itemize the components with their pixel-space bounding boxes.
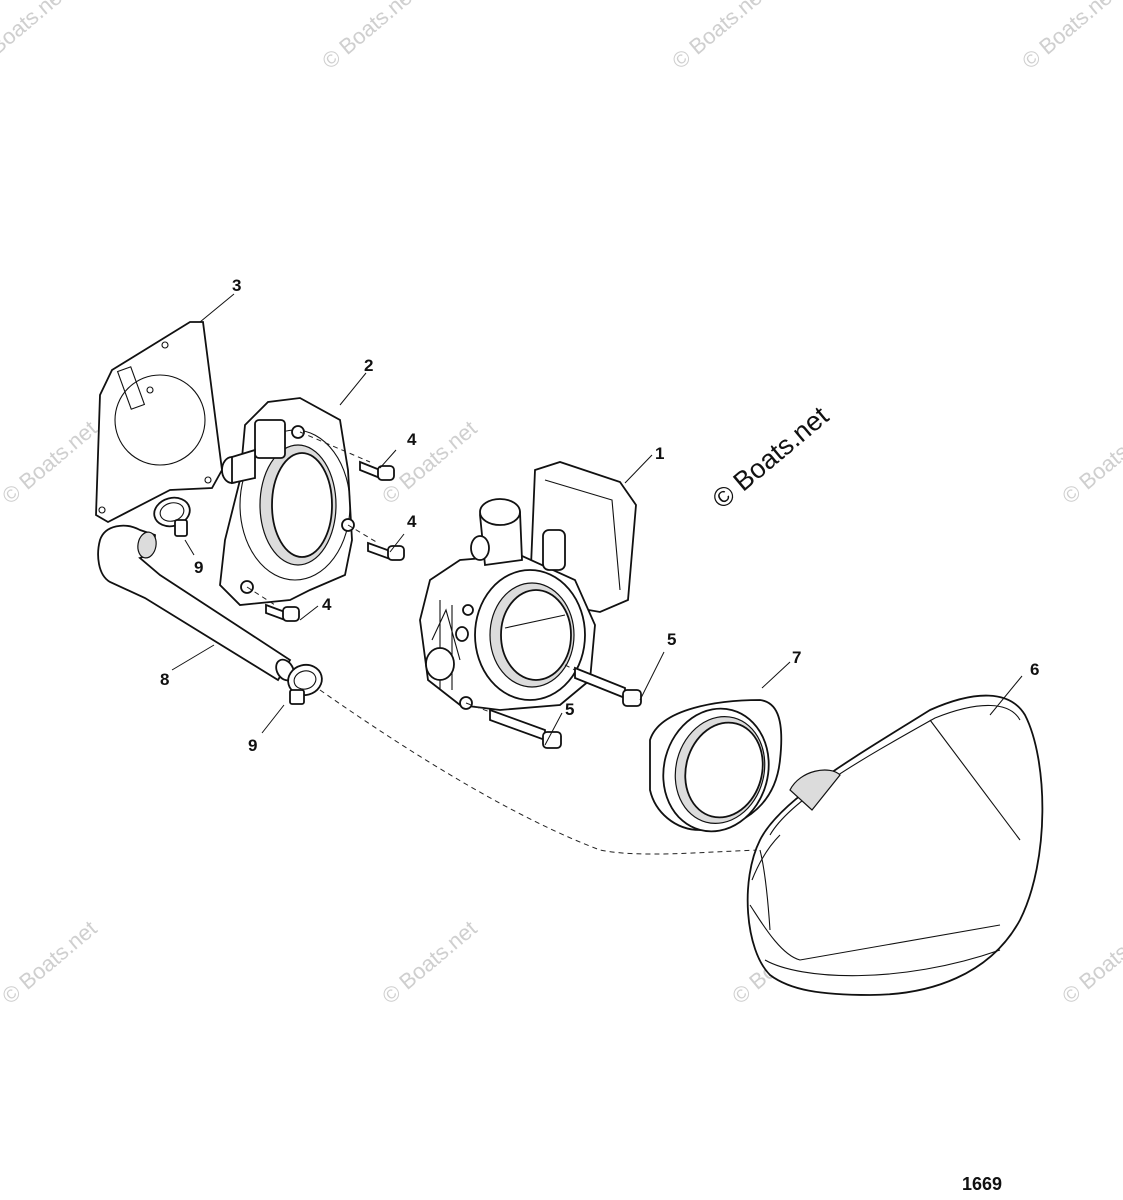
part-9-clamps	[153, 496, 323, 705]
leader-lines	[171, 293, 1023, 746]
callout-5b: 5	[565, 700, 574, 719]
part-7-coupling-ring	[649, 699, 783, 833]
callout-7: 7	[792, 648, 801, 667]
callout-8: 8	[160, 670, 169, 689]
part-1-throttle-body	[419, 461, 637, 711]
watermark-text: © Boats.net	[1057, 916, 1123, 1009]
watermark-text: © Boats.net	[1017, 0, 1121, 74]
watermark-text: © Boats.net	[377, 416, 481, 509]
watermark-text: © Boats.net	[667, 0, 771, 74]
callout-labels: 1 2 3 4 4 4 5 5 6 7 8 9 9	[160, 276, 1039, 755]
callout-2: 2	[364, 356, 373, 375]
watermark-text: © Boats.net	[0, 416, 102, 509]
routing-dashed-line	[319, 689, 761, 855]
watermark-text: © Boats.net	[0, 916, 102, 1009]
callout-1: 1	[655, 444, 664, 463]
callout-9b: 9	[248, 736, 257, 755]
callout-4a: 4	[407, 430, 417, 449]
watermark-text: © Boats.net	[1057, 416, 1123, 509]
watermark-main: © Boats.net	[707, 400, 835, 514]
part-6-air-silencer	[746, 694, 1044, 996]
callout-6: 6	[1030, 660, 1039, 679]
callout-9a: 9	[194, 558, 203, 577]
part-2-adapter-plate	[219, 397, 355, 606]
callout-4b: 4	[407, 512, 417, 531]
part-3-gasket	[95, 321, 223, 524]
figure-number: 1669	[962, 1174, 1002, 1194]
watermark-text: © Boats.net	[377, 916, 481, 1009]
watermark-text: © Boats.net	[317, 0, 421, 74]
callout-5a: 5	[667, 630, 676, 649]
part-8-hose	[97, 524, 295, 682]
callout-3: 3	[232, 276, 241, 295]
callout-4c: 4	[322, 595, 332, 614]
watermark-text: © Boats.net	[0, 0, 72, 74]
part-4-bolts	[246, 431, 405, 622]
